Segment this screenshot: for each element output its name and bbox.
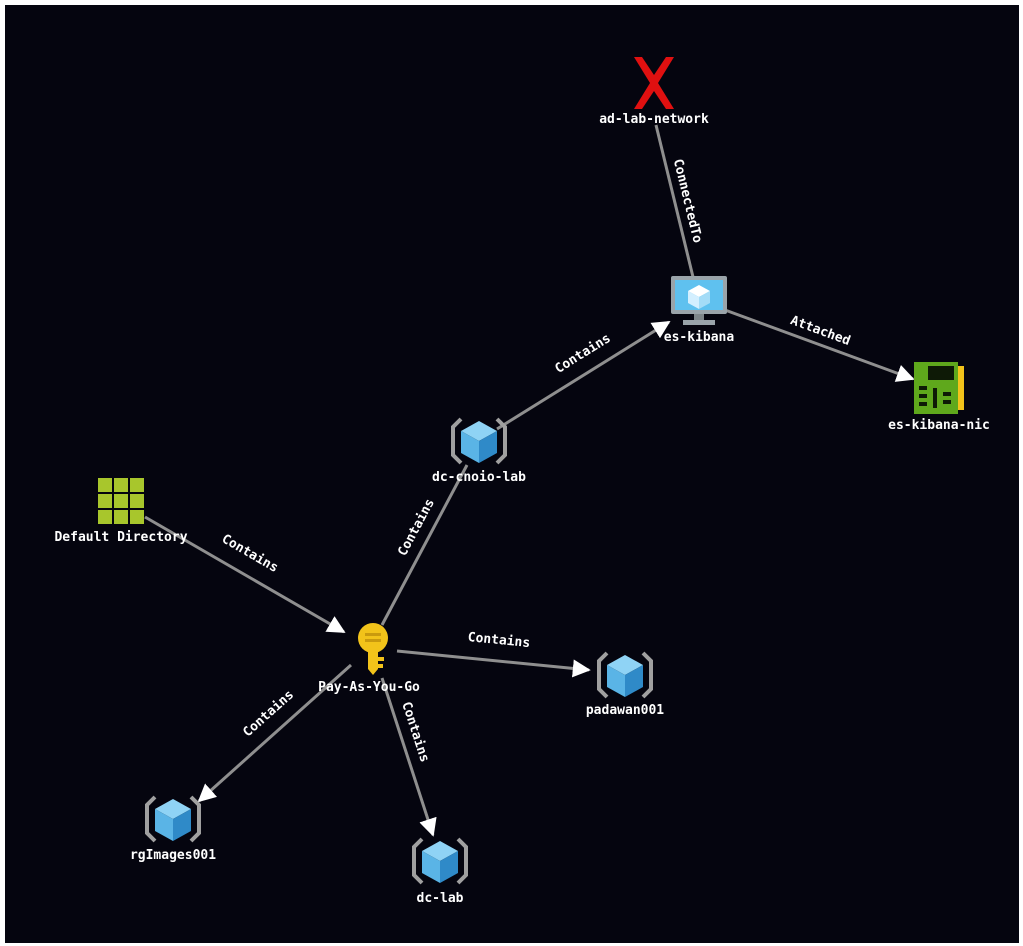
node-dc-lab[interactable]: dc-lab — [412, 837, 468, 906]
edge-label-contains-padawan001: Contains — [467, 630, 531, 651]
edge-connectedto[interactable]: ConnectedTo — [654, 124, 705, 278]
edge-label-contains-dc-lab: Contains — [398, 700, 432, 764]
node-label-padawan001: padawan001 — [586, 703, 664, 718]
subscription-key-icon — [358, 623, 388, 675]
nodes-layer: ad-lab-network es-kibana — [54, 57, 990, 906]
edge-contains-dc-cnoio-lab[interactable]: Contains — [380, 464, 469, 626]
edge-attached[interactable]: Attached — [724, 308, 915, 382]
node-default-directory[interactable]: Default Directory — [54, 478, 188, 545]
node-pay-as-you-go[interactable]: Pay-As-You-Go — [318, 623, 420, 695]
node-label-es-kibana: es-kibana — [664, 330, 735, 345]
node-es-kibana[interactable]: es-kibana — [664, 276, 735, 345]
resource-group-icon — [451, 417, 507, 465]
edge-contains-es-kibana[interactable]: Contains — [496, 320, 671, 431]
resource-group-icon — [412, 837, 468, 885]
graph-canvas[interactable]: ConnectedTo Contains Attached Contains C… — [5, 5, 1019, 943]
node-label-dc-lab: dc-lab — [417, 891, 464, 906]
graph-svg: ConnectedTo Contains Attached Contains C… — [54, 57, 990, 906]
edge-label-contains-rgimages001: Contains — [240, 687, 297, 740]
virtual-machine-icon — [671, 276, 727, 325]
edge-label-contains-dc-cnoio-lab: Contains — [395, 496, 438, 558]
node-padawan001[interactable]: padawan001 — [586, 651, 664, 718]
edge-contains-dc-lab[interactable]: Contains — [380, 677, 437, 837]
node-label-ad-lab-network: ad-lab-network — [599, 112, 709, 127]
resource-group-icon — [597, 651, 653, 699]
node-label-dc-cnoio-lab: dc-cnoio-lab — [432, 470, 526, 485]
edges-layer: ConnectedTo Contains Attached Contains C… — [144, 124, 915, 837]
node-label-es-kibana-nic: es-kibana-nic — [888, 418, 990, 433]
node-label-default-directory: Default Directory — [54, 530, 187, 545]
red-x-icon — [634, 57, 674, 109]
edge-contains-padawan001[interactable]: Contains — [396, 630, 591, 678]
node-label-rgimages001: rgImages001 — [130, 848, 216, 863]
node-rgimages001[interactable]: rgImages001 — [130, 795, 216, 863]
resource-group-icon — [145, 795, 201, 843]
node-label-pay-as-you-go: Pay-As-You-Go — [318, 680, 420, 695]
edge-label-contains-es-kibana: Contains — [552, 331, 613, 377]
edge-label-contains-pay-as-you-go: Contains — [219, 532, 281, 576]
node-es-kibana-nic[interactable]: es-kibana-nic — [888, 362, 990, 433]
node-dc-cnoio-lab[interactable]: dc-cnoio-lab — [432, 417, 526, 485]
directory-grid-icon — [98, 478, 144, 524]
node-ad-lab-network[interactable]: ad-lab-network — [599, 57, 709, 127]
network-interface-icon — [914, 362, 964, 414]
